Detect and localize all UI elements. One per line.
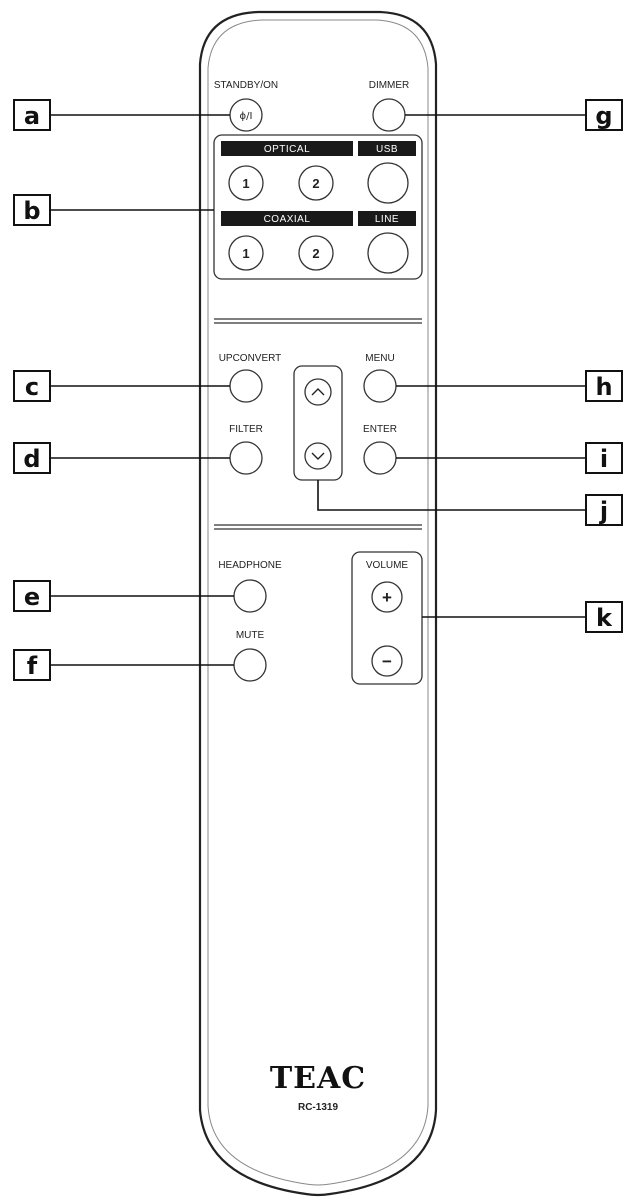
callout-a-box bbox=[13, 99, 51, 131]
coaxial-1-label: 1 bbox=[242, 246, 249, 261]
coaxial-2-button[interactable] bbox=[298, 235, 334, 271]
down-button[interactable] bbox=[304, 442, 332, 470]
dimmer-button[interactable] bbox=[372, 98, 406, 132]
coaxial-label: COAXIAL bbox=[264, 214, 311, 225]
optical-header bbox=[221, 141, 353, 156]
input-selector-frame bbox=[213, 134, 423, 280]
callout-d-box bbox=[13, 442, 51, 474]
callout-f-box bbox=[13, 649, 51, 681]
callout-c: c bbox=[25, 373, 39, 401]
mute-label: MUTE bbox=[236, 630, 265, 641]
line-header bbox=[358, 211, 416, 226]
model-number: RC-1319 bbox=[298, 1102, 338, 1113]
line-button[interactable] bbox=[367, 232, 409, 274]
volume-down-button[interactable] bbox=[371, 645, 403, 677]
callout-e: e bbox=[24, 583, 40, 611]
remote-body-inner-edge bbox=[207, 19, 429, 1186]
optical-1-label: 1 bbox=[242, 176, 249, 191]
enter-label: ENTER bbox=[363, 424, 397, 435]
plus-icon: + bbox=[382, 588, 392, 607]
callout-j-box bbox=[585, 494, 623, 526]
chevron-down-icon bbox=[311, 452, 325, 460]
remote-body bbox=[198, 10, 438, 1197]
callout-h: h bbox=[595, 373, 612, 401]
coaxial-2-label: 2 bbox=[312, 246, 319, 261]
callout-b-box bbox=[13, 194, 51, 226]
optical-1-button[interactable] bbox=[228, 165, 264, 201]
filter-label: FILTER bbox=[229, 424, 263, 435]
callout-i-box bbox=[585, 442, 623, 474]
optical-label: OPTICAL bbox=[264, 144, 310, 155]
callout-b: b bbox=[23, 197, 40, 225]
headphone-label: HEADPHONE bbox=[218, 560, 282, 571]
callout-g: g bbox=[595, 102, 612, 130]
volume-label: VOLUME bbox=[366, 560, 409, 571]
up-button[interactable] bbox=[304, 378, 332, 406]
minus-icon: − bbox=[382, 652, 392, 671]
callout-c-box bbox=[13, 370, 51, 402]
upconvert-label: UPCONVERT bbox=[219, 353, 282, 364]
upconvert-button[interactable] bbox=[229, 369, 263, 403]
callout-a: a bbox=[24, 102, 40, 130]
power-icon: ϕ/I bbox=[240, 111, 253, 122]
line-label: LINE bbox=[375, 214, 399, 225]
callout-j: j bbox=[599, 497, 608, 525]
callout-k-box bbox=[585, 601, 623, 633]
callout-g-box bbox=[585, 99, 623, 131]
standby-label: STANDBY/ON bbox=[214, 80, 278, 91]
callout-d: d bbox=[23, 445, 40, 473]
brand-logo: TEAC bbox=[270, 1061, 366, 1096]
volume-frame bbox=[351, 551, 423, 685]
optical-2-label: 2 bbox=[312, 176, 319, 191]
usb-button[interactable] bbox=[367, 162, 409, 204]
coaxial-header bbox=[221, 211, 353, 226]
callout-i: i bbox=[600, 445, 608, 473]
callout-f: f bbox=[27, 652, 38, 680]
menu-label: MENU bbox=[365, 353, 394, 364]
callout-k: k bbox=[596, 604, 613, 632]
headphone-button[interactable] bbox=[233, 579, 267, 613]
mute-button[interactable] bbox=[233, 648, 267, 682]
usb-header bbox=[358, 141, 416, 156]
filter-button[interactable] bbox=[229, 441, 263, 475]
optical-2-button[interactable] bbox=[298, 165, 334, 201]
usb-label: USB bbox=[376, 144, 398, 155]
volume-up-button[interactable] bbox=[371, 581, 403, 613]
callout-e-box bbox=[13, 580, 51, 612]
enter-button[interactable] bbox=[363, 441, 397, 475]
menu-button[interactable] bbox=[363, 369, 397, 403]
leader-j bbox=[317, 480, 586, 511]
coaxial-1-button[interactable] bbox=[228, 235, 264, 271]
callout-h-box bbox=[585, 370, 623, 402]
chevron-up-icon bbox=[311, 388, 325, 396]
dimmer-label: DIMMER bbox=[369, 80, 410, 91]
